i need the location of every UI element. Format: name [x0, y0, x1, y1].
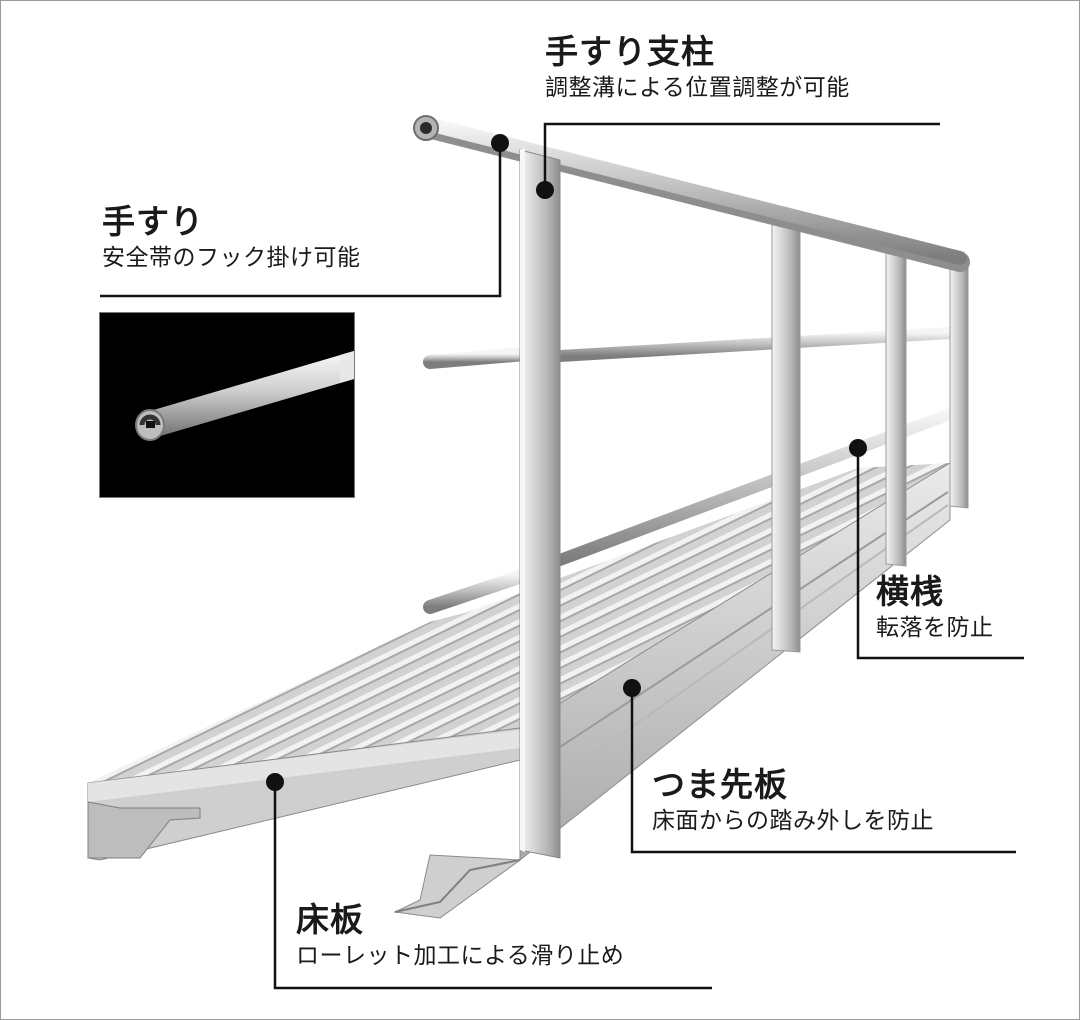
main-post: [519, 148, 561, 859]
far-posts: [771, 207, 969, 653]
handrail-post-desc: 調整溝による位置調整が可能: [545, 75, 850, 101]
floor-board-title: 床板: [296, 900, 364, 939]
leader-lines: [100, 122, 1024, 990]
handrail-closeup-image: [135, 351, 354, 441]
toe-board-desc: 床面からの踏み外しを防止: [652, 808, 934, 834]
top-handrail: [413, 115, 970, 272]
callout-toe-board: つま先板 床面からの踏み外しを防止: [652, 765, 934, 837]
floor-board-desc: ローレット加工による滑り止め: [296, 943, 625, 969]
cross-rail-desc: 転落を防止: [876, 615, 994, 641]
cross-rails: [423, 327, 956, 614]
floor-board-deck: [87, 462, 958, 919]
callout-handrail-post: 手すり支柱 調整溝による位置調整が可能: [545, 32, 850, 104]
handrail-desc: 安全帯のフック掛け可能: [102, 245, 361, 271]
callout-floor-board: 床板 ローレット加工による滑り止め: [296, 900, 624, 972]
callout-cross-rail: 横桟 転落を防止: [876, 572, 994, 644]
callout-handrail: 手すり 安全帯のフック掛け可能: [102, 202, 361, 274]
handrail-closeup-inset: [99, 312, 355, 498]
callout-dots: [266, 134, 867, 791]
cross-rail-title: 横桟: [876, 572, 944, 611]
toe-board-title: つま先板: [652, 765, 788, 804]
handrail-title: 手すり: [102, 202, 204, 241]
handrail-post-title: 手すり支柱: [545, 32, 715, 71]
